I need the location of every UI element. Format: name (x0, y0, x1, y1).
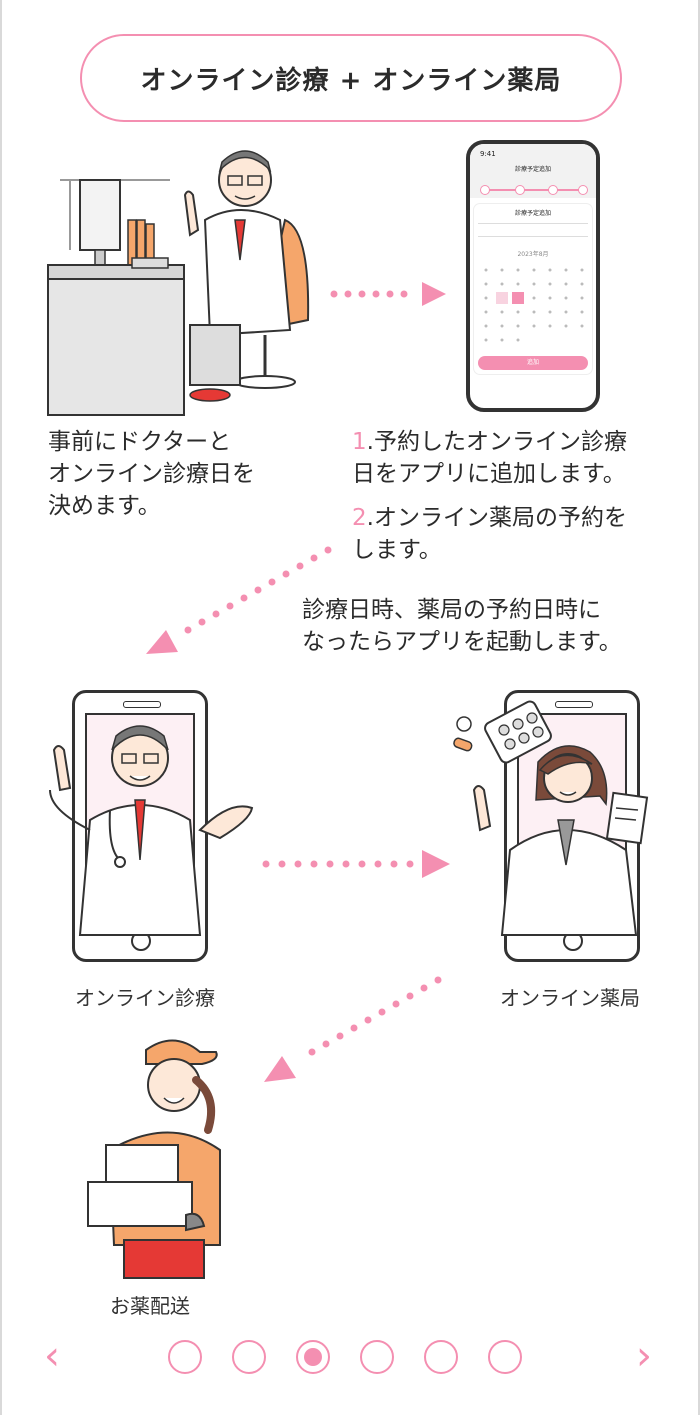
step-2-number: 2 (352, 505, 367, 531)
step-2-line-2: します。 (352, 537, 442, 563)
next-page-button[interactable]: › (636, 1333, 652, 1379)
step-2-text: 2.オンライン薬局の予約を します。 (352, 502, 627, 566)
phone-header-title: 診療予定追加 (514, 166, 551, 173)
page-title: オンライン診療 + オンライン薬局 (80, 34, 622, 122)
step-0-line-1: 事前にドクターと (48, 429, 232, 455)
online-pharmacy-caption: オンライン薬局 (500, 986, 640, 1010)
flow-arrow-1 (330, 282, 446, 306)
step-1-line-1: .予約したオンライン診療 (366, 429, 627, 455)
step-0-line-2: オンライン診療日を (48, 461, 255, 487)
right-border (698, 0, 700, 1415)
step-3-text: 診療日時、薬局の予約日時に なったらアプリを起動します。 (302, 594, 622, 658)
app-phone-mockup: 9:41 診療予定追加 診療予定追加 2023年8月 追加 (466, 140, 600, 412)
calendar-month: 2023年8月 (517, 251, 549, 258)
page-dot-6[interactable] (488, 1340, 522, 1374)
page-dot-2[interactable] (232, 1340, 266, 1374)
prev-page-button[interactable]: ‹ (44, 1333, 60, 1379)
phone-modal-title: 診療予定追加 (514, 210, 551, 217)
pharmacist-in-phone-illustration (453, 700, 649, 936)
doctor-in-phone-illustration (49, 725, 254, 936)
page-dot-4[interactable] (360, 1340, 394, 1374)
flow-arrow-4 (264, 976, 442, 1082)
doctor-at-desk-illustration (47, 150, 310, 416)
online-consult-caption: オンライン診療 (75, 986, 215, 1010)
flow-arrow-3 (262, 850, 450, 878)
step-1-line-2: 日をアプリに追加します。 (352, 461, 626, 487)
page-dot-3-active[interactable] (296, 1340, 330, 1374)
flow-arrow-2 (146, 546, 332, 654)
step-1-text: 1.予約したオンライン診療 日をアプリに追加します。 (352, 426, 627, 490)
delivery-person-illustration (87, 1039, 221, 1279)
step-3-line-2: なったらアプリを起動します。 (302, 629, 622, 655)
page-dot-1[interactable] (168, 1340, 202, 1374)
phone-time: 9:41 (480, 150, 496, 158)
step-1-number: 1 (352, 429, 367, 455)
step-2-line-1: .オンライン薬局の予約を (366, 505, 627, 531)
page-dot-5[interactable] (424, 1340, 458, 1374)
step-0-text: 事前にドクターと オンライン診療日を 決めます。 (48, 426, 255, 522)
step-0-line-3: 決めます。 (48, 493, 161, 519)
calendar-grid (484, 268, 584, 342)
delivery-caption: お薬配送 (110, 1294, 190, 1318)
step-3-line-1: 診療日時、薬局の予約日時に (302, 597, 601, 623)
left-border (0, 0, 2, 1415)
phone-submit-button: 追加 (478, 356, 588, 370)
